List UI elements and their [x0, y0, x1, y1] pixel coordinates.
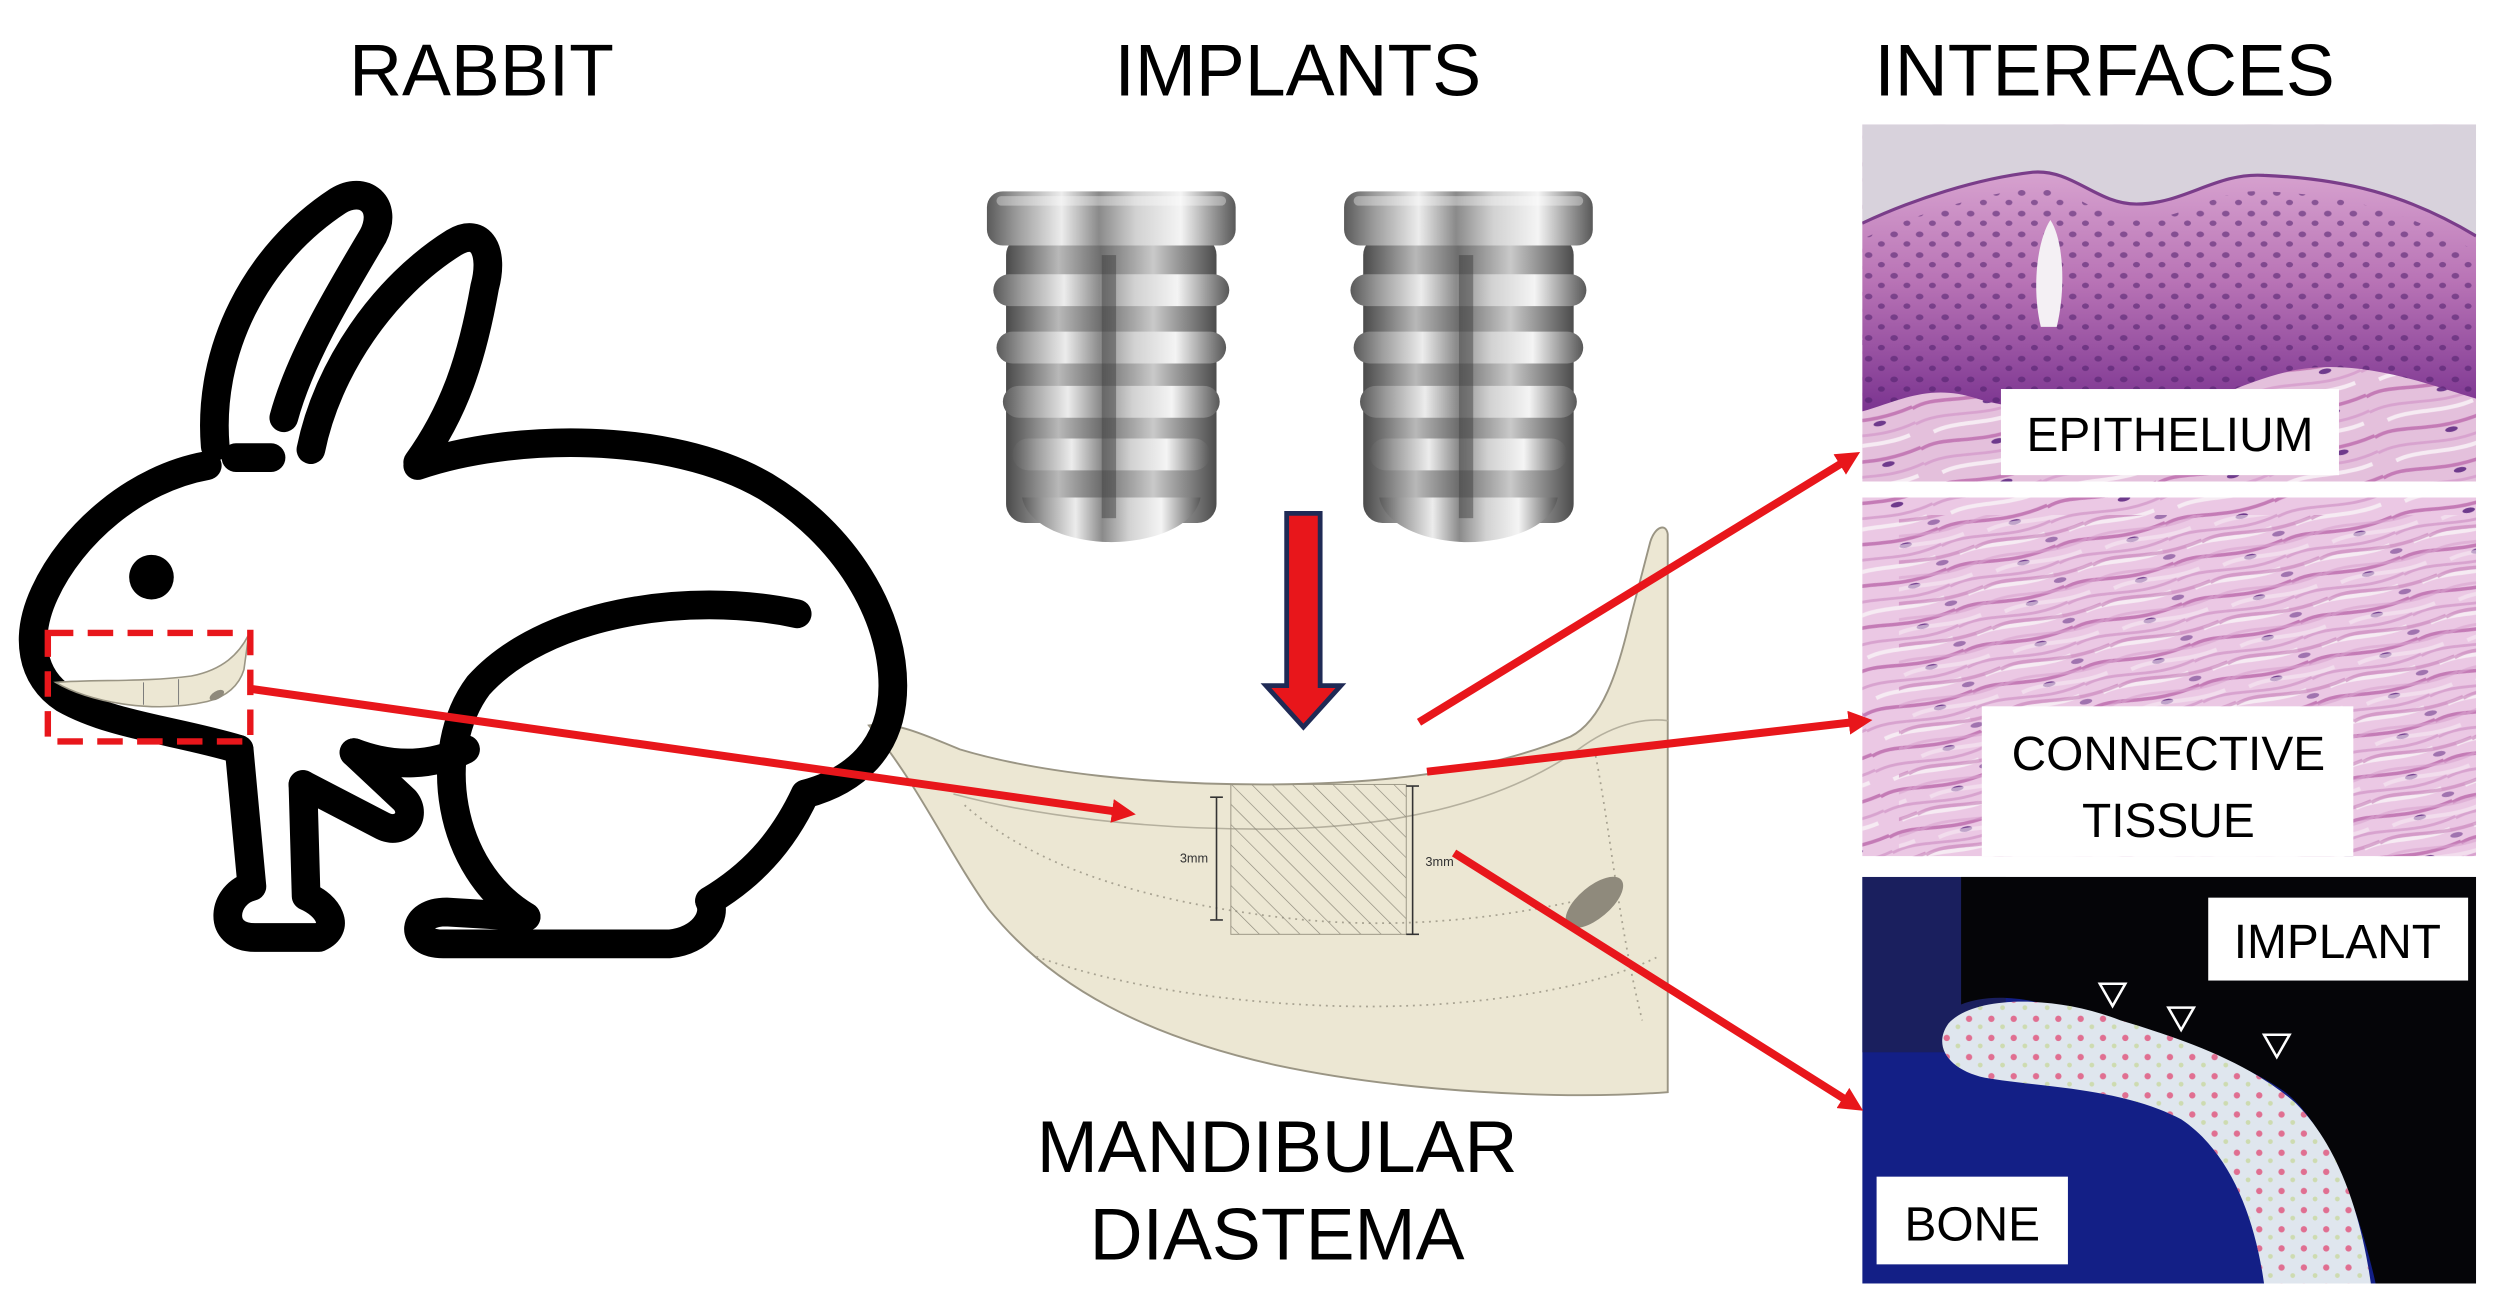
epithelium-label: EPITHELIUM [2026, 409, 2313, 462]
connective-tissue-label-line2: TISSUE [2082, 795, 2255, 848]
bone-label-box [1876, 1176, 2068, 1265]
implant-label: IMPLANT [2234, 916, 2441, 969]
arrow-to-bone [1451, 849, 1864, 1111]
mandible-illustration: 3mm 3mm [867, 526, 1669, 1097]
implant-site-hatched [1230, 783, 1407, 935]
measurement-label-left: 3mm [1180, 851, 1208, 866]
rabbit-mandible-inset [53, 634, 250, 708]
implant-label-box [2208, 897, 2469, 981]
epithelium-label-box [2000, 389, 2339, 476]
heading-rabbit: RABBIT [349, 30, 614, 112]
rabbit-mandible-foramen [209, 689, 225, 701]
measurement-label-right: 3mm [1425, 854, 1453, 869]
mandible-label-line1: MANDIBULAR [1037, 1106, 1518, 1188]
bone-label: BONE [1904, 1198, 2040, 1251]
arrow-to-connective-tissue [1426, 710, 1873, 776]
rabbit-mandible-inset-details [143, 679, 180, 705]
arrow-to-epithelium [1416, 451, 1861, 726]
mental-foramen [1565, 876, 1624, 929]
connective-tissue-label-box [1981, 706, 2354, 857]
measurement-line-right [1406, 785, 1420, 936]
measurement-line-left [1210, 796, 1223, 921]
mandible-canal-lower [1036, 955, 1659, 1008]
arrow-mouth-to-mandible [249, 684, 1136, 823]
down-arrow-icon [1260, 511, 1347, 731]
connective-tissue-label-line1: CONNECTIVE [2012, 728, 2326, 781]
implant-icon [986, 191, 1236, 543]
heading-implants: IMPLANTS [1114, 30, 1481, 112]
rabbit-eye [129, 554, 174, 600]
mandible-label-line2: DIASTEMA [1090, 1194, 1465, 1276]
implant-icon [1344, 191, 1593, 543]
connector-arrows [249, 451, 1873, 1111]
rabbit-icon [18, 181, 908, 959]
mouth-highlight-box [44, 629, 254, 745]
heading-interfaces: INTERFACES [1874, 30, 2334, 112]
interface-arrowhead-markers [2097, 982, 2292, 1060]
